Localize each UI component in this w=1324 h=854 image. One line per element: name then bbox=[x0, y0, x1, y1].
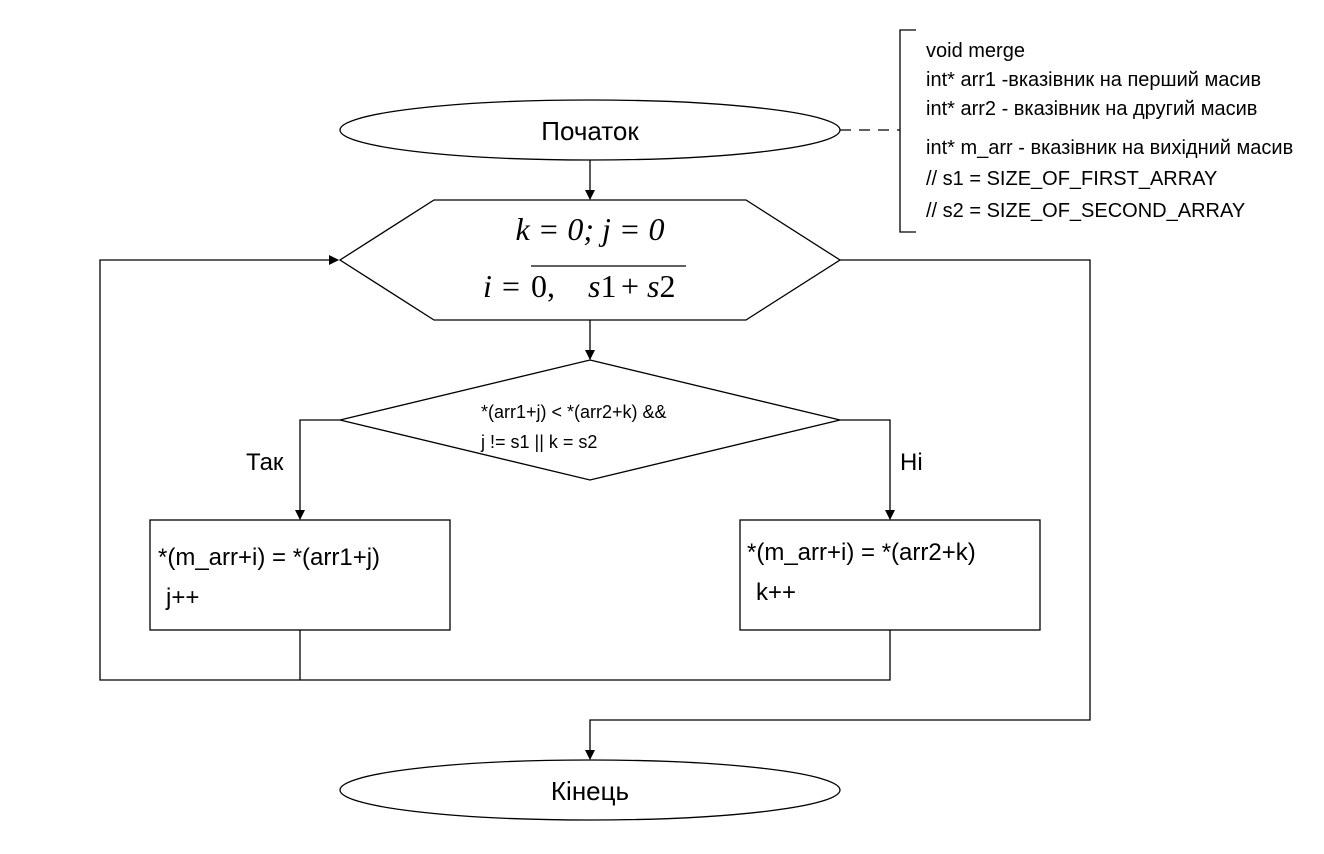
loop-range: i = bbox=[483, 268, 521, 304]
comment-block: void merge int* arr1 -вказівник на перши… bbox=[840, 29, 1293, 233]
loop-range-var: i = bbox=[483, 268, 521, 304]
start-terminator: Початок bbox=[339, 99, 841, 161]
loop-range-upper2: s2 bbox=[647, 268, 675, 304]
right-process-line: k++ bbox=[756, 579, 796, 606]
right-process-box: *(m_arr+i) = *(arr2+k) k++ bbox=[739, 519, 1041, 631]
no-branch-line bbox=[840, 419, 895, 520]
loop-back-line bbox=[99, 255, 339, 681]
comment-line: // s2 = SIZE_OF_SECOND_ARRAY bbox=[926, 200, 1245, 222]
comment-line: int* arr2 - вказівник на другий масив bbox=[926, 98, 1257, 120]
end-terminator: Кінець bbox=[339, 759, 841, 821]
loop-range-zero: 0, bbox=[531, 268, 555, 304]
loop-range-upper: s1 bbox=[588, 268, 616, 304]
end-label: Кінець bbox=[551, 776, 629, 806]
loop-range-expr: 0, bbox=[531, 268, 555, 304]
loop-back-join-line bbox=[300, 630, 891, 681]
comment-line: void merge bbox=[926, 40, 1025, 62]
comment-line: int* arr1 -вказівник на перший масив bbox=[926, 69, 1261, 91]
loop-range-plus: + bbox=[621, 268, 639, 304]
loop-hexagon: k = 0; j = 0 i = 0, s1 + s2 bbox=[338, 199, 842, 321]
loop-init: k = 0; j = 0 bbox=[516, 211, 665, 247]
loop-range-s1: s bbox=[588, 268, 600, 304]
loop-range-plus-text: + bbox=[621, 268, 639, 304]
start-label: Початок bbox=[541, 116, 639, 146]
decision-line: j != s1 || k = s2 bbox=[480, 432, 597, 452]
no-label: Ні bbox=[900, 449, 923, 476]
loop-range-s2-num: 2 bbox=[659, 268, 675, 304]
right-process-line: *(m_arr+i) = *(arr2+k) bbox=[747, 539, 976, 566]
comment-line: int* m_arr - вказівник на вихідний масив bbox=[926, 137, 1293, 159]
comment-line: // s1 = SIZE_OF_FIRST_ARRAY bbox=[926, 168, 1217, 190]
yes-branch-line bbox=[295, 419, 340, 520]
left-process-box: *(m_arr+i) = *(arr1+j) j++ bbox=[149, 519, 451, 631]
loop-range-s2: s bbox=[647, 268, 659, 304]
decision-line: *(arr1+j) < *(arr2+k) && bbox=[481, 402, 667, 422]
left-process-line: *(m_arr+i) = *(arr1+j) bbox=[158, 544, 380, 571]
left-process-line: j++ bbox=[165, 584, 199, 611]
comment-bracket bbox=[899, 29, 916, 233]
decision-diamond: *(arr1+j) < *(arr2+k) && j != s1 || k = … bbox=[339, 359, 841, 481]
loop-exit-line bbox=[585, 259, 1091, 760]
loop-range-s1-num: 1 bbox=[600, 268, 616, 304]
yes-label: Так bbox=[246, 449, 284, 476]
